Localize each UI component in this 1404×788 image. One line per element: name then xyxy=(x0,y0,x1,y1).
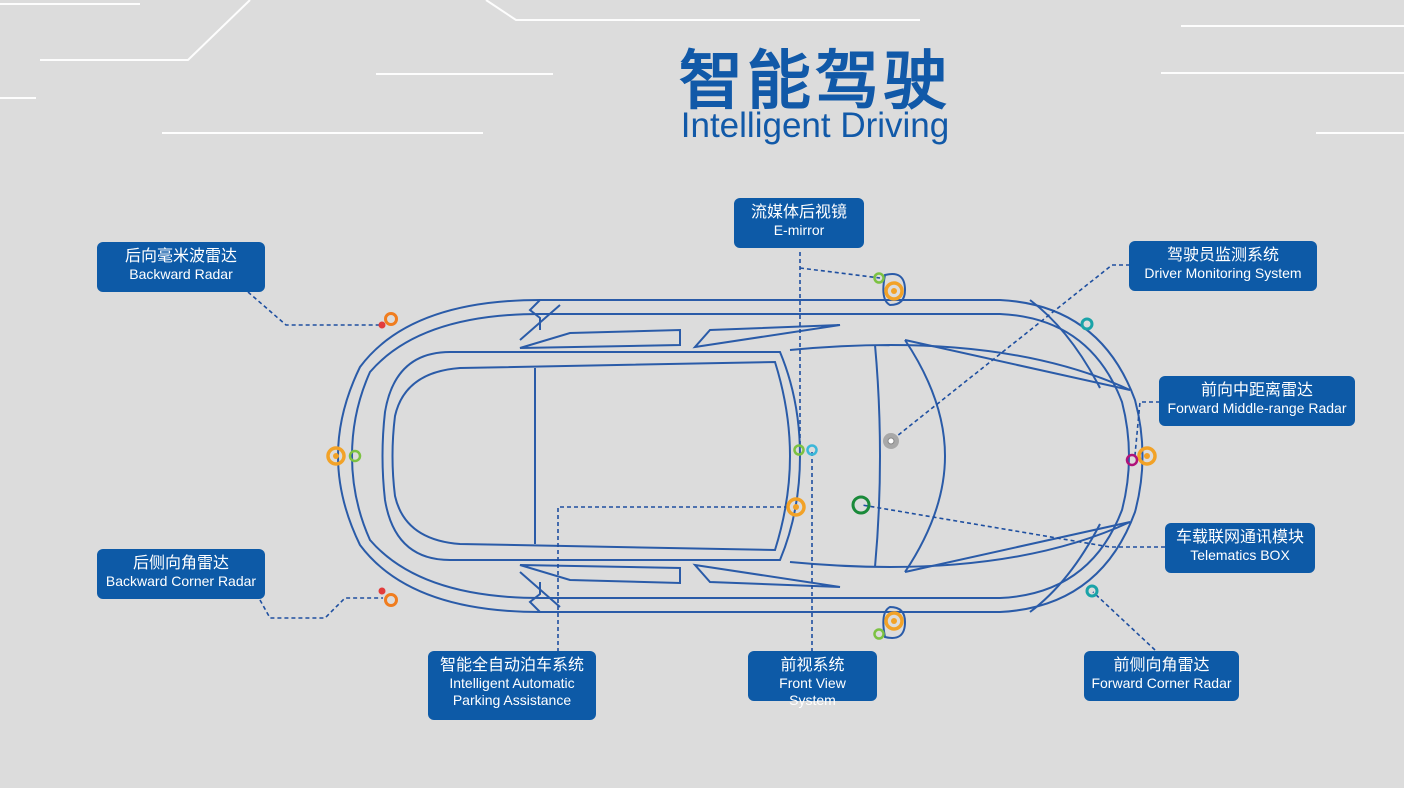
label-telematics-en: Telematics BOX xyxy=(1190,547,1290,563)
label-emirror-cn: 流媒体后视镜 xyxy=(750,202,847,221)
label-telematics-cn: 车载联网通讯模块 xyxy=(1175,527,1304,546)
label-emirror: 流媒体后视镜 E-mirror xyxy=(734,198,864,248)
label-backward-corner-radar-en: Backward Corner Radar xyxy=(105,573,257,589)
label-telematics: 车载联网通讯模块 Telematics BOX xyxy=(1165,523,1315,573)
label-backward-radar-cn: 后向毫米波雷达 xyxy=(124,246,237,265)
page-title: 智能驾驶 xyxy=(679,45,951,119)
label-forward-middle-radar: 前向中距离雷达 Forward Middle-range Radar xyxy=(1159,376,1355,426)
label-front-view-en: Front View System xyxy=(779,675,846,708)
label-parking-en: Intelligent Automatic xyxy=(449,675,575,691)
label-driver-monitoring-en: Driver Monitoring System xyxy=(1144,265,1302,281)
leader-lines xyxy=(247,252,1165,652)
label-driver-monitoring-cn: 驾驶员监测系统 xyxy=(1166,245,1279,264)
label-forward-middle-radar-en: Forward Middle-range Radar xyxy=(1167,400,1347,416)
label-front-view: 前视系统 Front View System xyxy=(748,651,877,708)
sensor-markers xyxy=(326,272,1157,640)
label-backward-radar: 后向毫米波雷达 Backward Radar xyxy=(97,242,265,292)
label-driver-monitoring: 驾驶员监测系统 Driver Monitoring System xyxy=(1129,241,1317,291)
label-forward-corner-radar-cn: 前侧向角雷达 xyxy=(1113,655,1210,674)
label-forward-corner-radar: 前侧向角雷达 Forward Corner Radar xyxy=(1084,651,1239,701)
label-backward-radar-en: Backward Radar xyxy=(129,266,233,282)
label-backward-corner-radar-cn: 后侧向角雷达 xyxy=(132,553,229,572)
car-outline xyxy=(336,273,1144,639)
label-forward-corner-radar-en: Forward Corner Radar xyxy=(1091,675,1232,691)
label-forward-middle-radar-cn: 前向中距离雷达 xyxy=(1200,380,1313,399)
label-parking: 智能全自动泊车系统 Intelligent Automatic Parking … xyxy=(428,651,596,720)
label-parking-en2: Parking Assistance xyxy=(452,692,572,708)
label-emirror-en: E-mirror xyxy=(773,222,825,238)
label-parking-cn: 智能全自动泊车系统 xyxy=(439,655,584,674)
label-backward-corner-radar: 后侧向角雷达 Backward Corner Radar xyxy=(97,549,265,599)
page-subtitle: Intelligent Driving xyxy=(680,106,950,145)
label-front-view-cn: 前视系统 xyxy=(780,655,845,674)
